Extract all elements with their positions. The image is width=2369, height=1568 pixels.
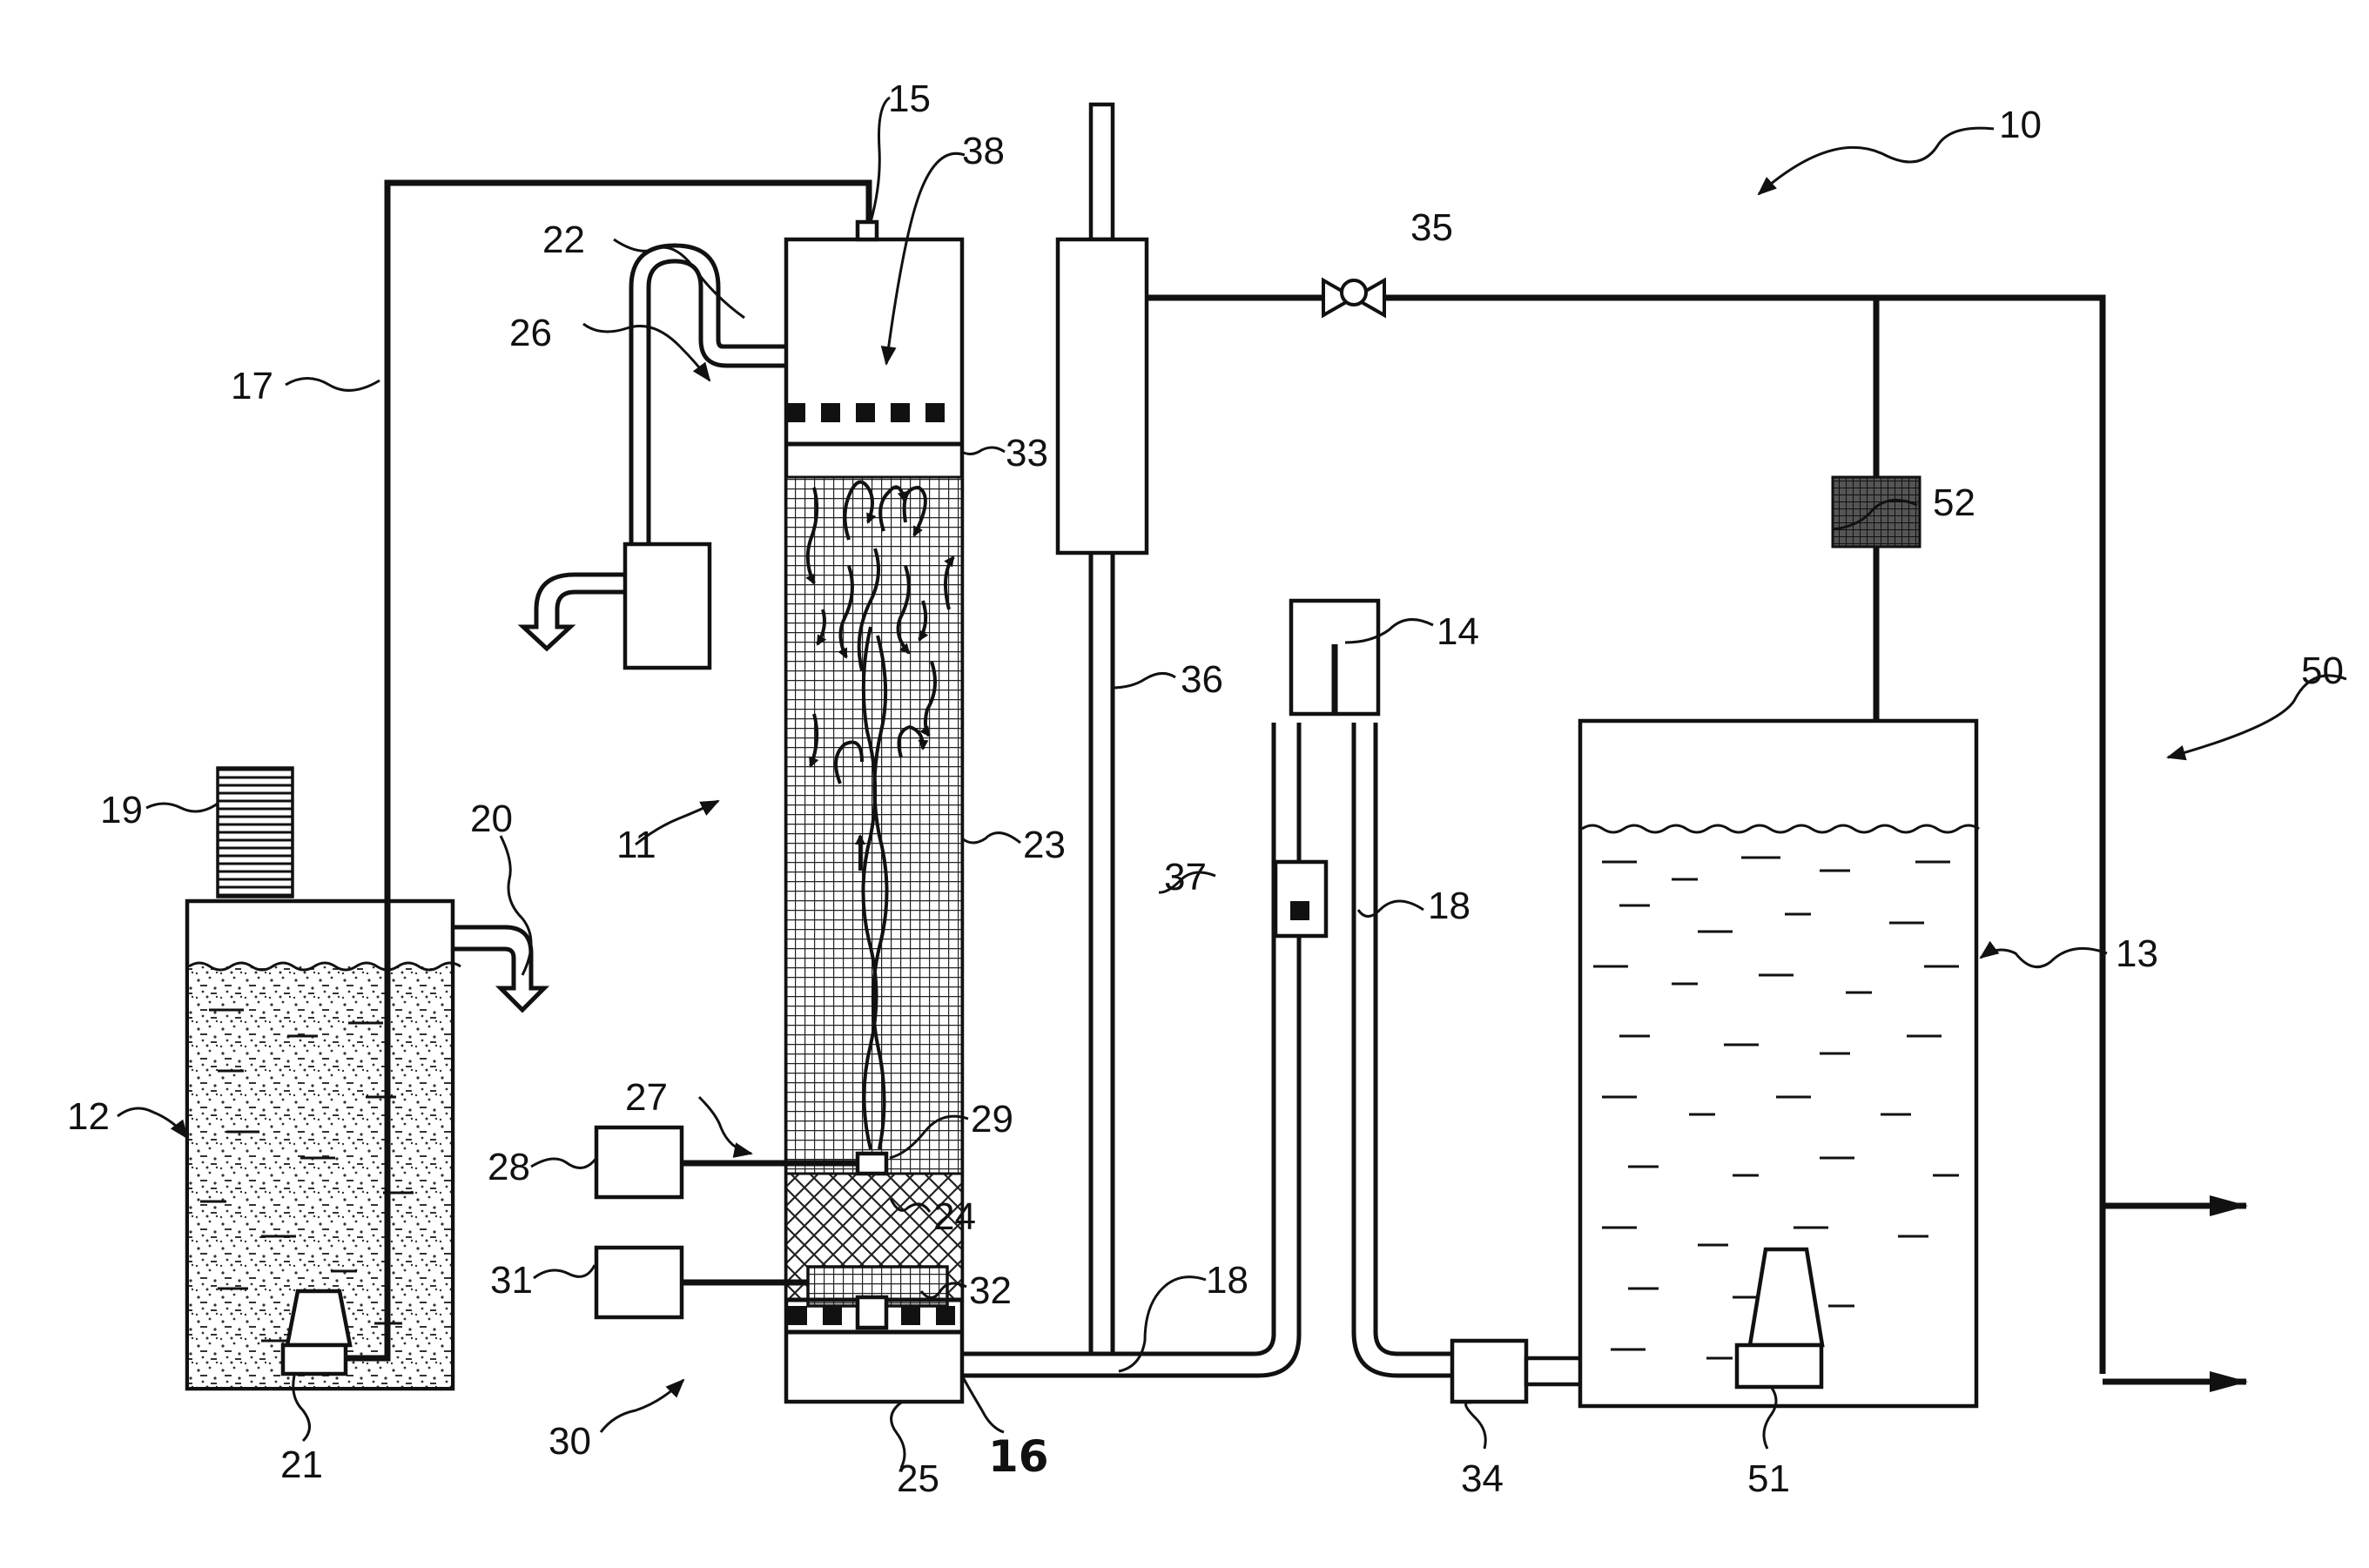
label-26: 26 (509, 312, 552, 354)
overflow-outlet (453, 925, 550, 1013)
gas-vent (517, 243, 786, 670)
leader-lines (117, 96, 2347, 1469)
label-16: 16 (988, 1431, 1049, 1482)
label-24: 24 (933, 1195, 976, 1238)
label-34: 34 (1461, 1457, 1504, 1500)
reactor-column (784, 219, 965, 1404)
standpipe (1055, 102, 1149, 1354)
label-22: 22 (542, 219, 585, 261)
label-20: 20 (470, 797, 513, 840)
label-51: 51 (1747, 1457, 1790, 1500)
feed-line (346, 179, 872, 1362)
mixer-icon (216, 766, 294, 898)
reference-numerals: 15 38 10 22 26 35 17 33 52 14 36 50 19 2… (67, 77, 2344, 1500)
air-source-box (594, 1125, 684, 1200)
label-13: 13 (2116, 932, 2158, 975)
label-18-upper: 18 (1428, 885, 1471, 927)
label-27: 27 (625, 1076, 668, 1119)
valve-icon (1322, 277, 1386, 319)
label-50: 50 (2301, 649, 2344, 692)
filter-icon (1831, 475, 1921, 548)
label-31: 31 (490, 1259, 533, 1302)
return-line (962, 723, 1452, 1378)
sensor-icon (1273, 859, 1329, 939)
label-35: 35 (1410, 206, 1453, 249)
label-36: 36 (1181, 658, 1223, 701)
label-19: 19 (100, 789, 143, 831)
recycle-pump-icon (1734, 1247, 1825, 1390)
label-11: 11 (616, 824, 656, 866)
label-25: 25 (897, 1457, 939, 1500)
recycle-line (1147, 294, 2106, 1374)
label-15: 15 (888, 77, 931, 120)
label-32: 32 (969, 1269, 1012, 1312)
label-12: 12 (67, 1095, 110, 1138)
label-17: 17 (231, 365, 273, 407)
label-30: 30 (549, 1420, 591, 1463)
label-23: 23 (1023, 824, 1066, 866)
second-source-box (594, 1245, 684, 1320)
label-37: 37 (1164, 856, 1207, 898)
label-29: 29 (971, 1098, 1013, 1141)
label-38: 38 (962, 130, 1005, 172)
label-33: 33 (1006, 432, 1048, 474)
label-21: 21 (280, 1444, 323, 1486)
label-52: 52 (1933, 481, 1975, 524)
level-box (1289, 598, 1381, 717)
label-10: 10 (1999, 104, 2042, 146)
label-18-lower: 18 (1206, 1259, 1248, 1302)
label-28: 28 (488, 1146, 530, 1188)
label-14: 14 (1437, 610, 1479, 653)
